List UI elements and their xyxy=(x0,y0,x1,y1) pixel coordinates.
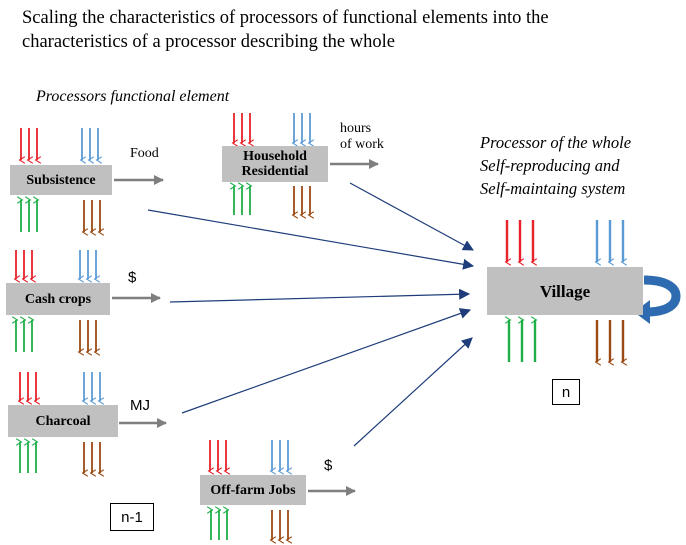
household-label-line-2: Residential xyxy=(241,164,309,179)
charcoal-box: Charcoal xyxy=(8,405,118,437)
household-output-line-1: hours xyxy=(340,121,372,136)
connector-subsistence-village xyxy=(147,209,475,270)
whole-processor-label: Processor of the whole Self-reproducing … xyxy=(480,131,631,200)
subsistence-label: Subsistence xyxy=(26,172,96,188)
subsistence-box: Subsistence xyxy=(10,165,112,195)
figure-title-line-2: characteristics of a processor describin… xyxy=(22,32,395,52)
offfarm-output-label: $ xyxy=(324,457,333,474)
offfarm-jobs-label: Off-farm Jobs xyxy=(210,482,296,498)
charcoal-label: Charcoal xyxy=(35,413,91,429)
village-self-loop-arrow xyxy=(643,275,681,317)
connector-cashcrops-village xyxy=(169,288,471,303)
level-n-minus-1-box: n-1 xyxy=(110,503,154,531)
household-output-line-2: of work xyxy=(340,137,384,152)
functional-elements-label: Processors functional element xyxy=(36,88,230,105)
household-label-line-1: Household xyxy=(243,149,307,164)
whole-label-line-1: Processor of the whole xyxy=(480,133,632,152)
cash-crops-box: Cash crops xyxy=(6,283,110,315)
connector-offfarm-village xyxy=(353,337,473,447)
charcoal-output-label: MJ xyxy=(130,397,150,414)
household-output-label: hours of work xyxy=(340,121,384,153)
level-n-box: n xyxy=(552,379,580,405)
cash-crops-label: Cash crops xyxy=(24,291,92,307)
level-n-minus-1-label: n-1 xyxy=(121,508,143,526)
level-n-label: n xyxy=(561,383,571,401)
household-label: Household Residential xyxy=(242,149,309,179)
figure-title: Scaling the characteristics of processor… xyxy=(22,6,672,54)
whole-label-line-2: Self-reproducing and xyxy=(480,156,620,175)
connector-charcoal-village xyxy=(181,308,472,414)
subsistence-output-label: Food xyxy=(130,146,159,161)
connector-household-village xyxy=(349,182,474,251)
cashcrops-output-label: $ xyxy=(128,269,137,286)
whole-label-line-3: Self-maintaing system xyxy=(480,179,626,198)
offfarm-jobs-box: Off-farm Jobs xyxy=(200,475,306,505)
figure-title-line-1: Scaling the characteristics of processor… xyxy=(22,8,549,28)
household-box: Household Residential xyxy=(222,146,328,182)
village-box: Village xyxy=(487,267,643,315)
village-label: Village xyxy=(539,281,591,301)
